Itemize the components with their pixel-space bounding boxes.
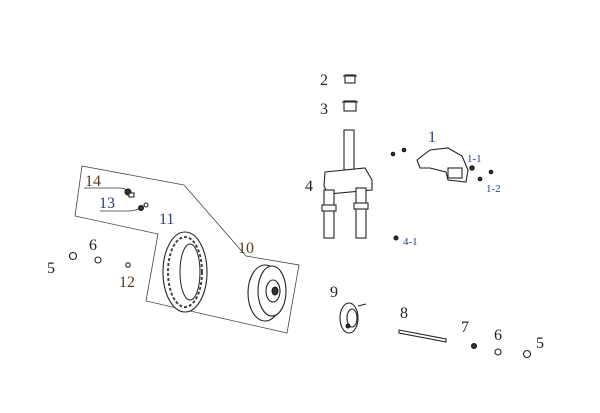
label-5-left: 5: [47, 260, 55, 277]
part-7-spacer: [471, 343, 477, 349]
part-13-valve-cap: [138, 202, 149, 211]
label-10: 10: [238, 240, 254, 257]
label-2: 2: [320, 72, 328, 89]
part-1-fender: [416, 147, 469, 183]
part-2-cap: [343, 74, 357, 84]
label-9: 9: [330, 284, 338, 301]
part-11-tire: [162, 231, 208, 313]
label-8: 8: [400, 305, 408, 322]
part-6-washer-left: [94, 256, 102, 264]
label-1-2: 1-2: [486, 183, 501, 195]
label-14: 14: [85, 173, 101, 190]
label-1-1: 1-1: [467, 153, 482, 165]
part-1-2-screw: [477, 176, 483, 182]
label-3: 3: [320, 101, 328, 118]
label-5-right: 5: [536, 335, 544, 352]
part-4-front-fork: [321, 129, 373, 239]
label-11: 11: [159, 211, 174, 228]
part-8-axle: [398, 329, 447, 343]
label-12: 12: [119, 274, 135, 291]
label-7: 7: [461, 319, 469, 336]
part-10-rim: [247, 264, 287, 322]
part-5-nut-right: [522, 349, 532, 359]
part-14-valve: [124, 188, 135, 198]
label-4: 4: [305, 178, 313, 195]
part-12-screw: [125, 262, 131, 268]
part-4-1-bolt: [393, 235, 399, 241]
wheel-assembly-outline: [74, 165, 300, 334]
label-13: 13: [99, 195, 115, 212]
part-5-nut-left: [68, 251, 78, 261]
fender-screw-icon: [390, 151, 396, 157]
fender-screw-icon: [401, 147, 407, 153]
label-6-right: 6: [494, 327, 502, 344]
label-4-1: 4-1: [403, 236, 418, 248]
part-3-cap: [342, 100, 358, 112]
part-6-washer-right: [494, 348, 502, 356]
label-1: 1: [428, 129, 436, 146]
label-6-left: 6: [89, 237, 97, 254]
fender-screw-icon: [488, 169, 494, 175]
part-1-1-nut: [469, 165, 475, 171]
part-9-brake-hub: [339, 302, 367, 334]
